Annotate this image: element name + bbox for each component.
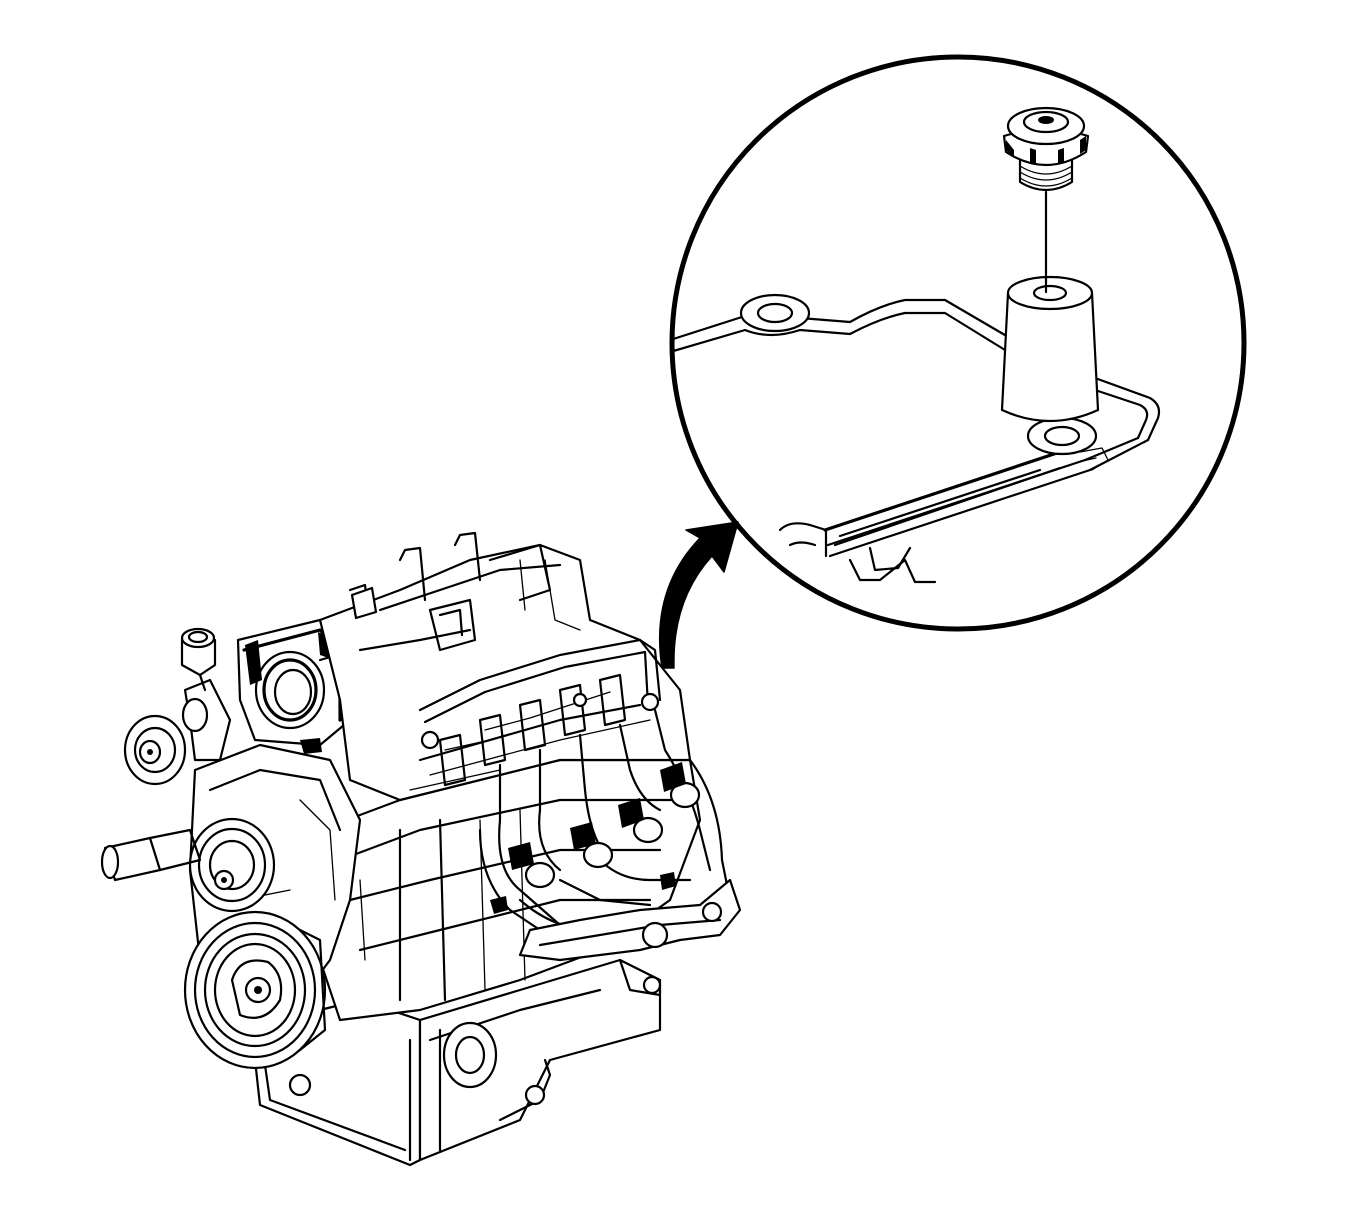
detail-circle [669, 54, 1247, 632]
drain-plug [1002, 106, 1090, 192]
throttle-body [236, 618, 372, 754]
water-pump-pulley [188, 817, 276, 913]
engine-assembly [100, 531, 742, 1167]
rail-bolt-boss [739, 293, 811, 333]
idler-pulley [123, 714, 187, 786]
exhaust-manifold [518, 878, 742, 997]
engine-block [318, 758, 702, 1022]
drain-boss [1026, 416, 1098, 456]
valve-cover [409, 692, 651, 791]
thermostat-housing [100, 627, 232, 882]
drain-sleeve [1000, 275, 1100, 423]
crankshaft-pulley [183, 910, 327, 1070]
intake-manifold [318, 531, 692, 802]
curved-arrow-icon [659, 521, 739, 669]
detail-view [669, 54, 1247, 632]
oil-pan-rail [674, 106, 1161, 584]
